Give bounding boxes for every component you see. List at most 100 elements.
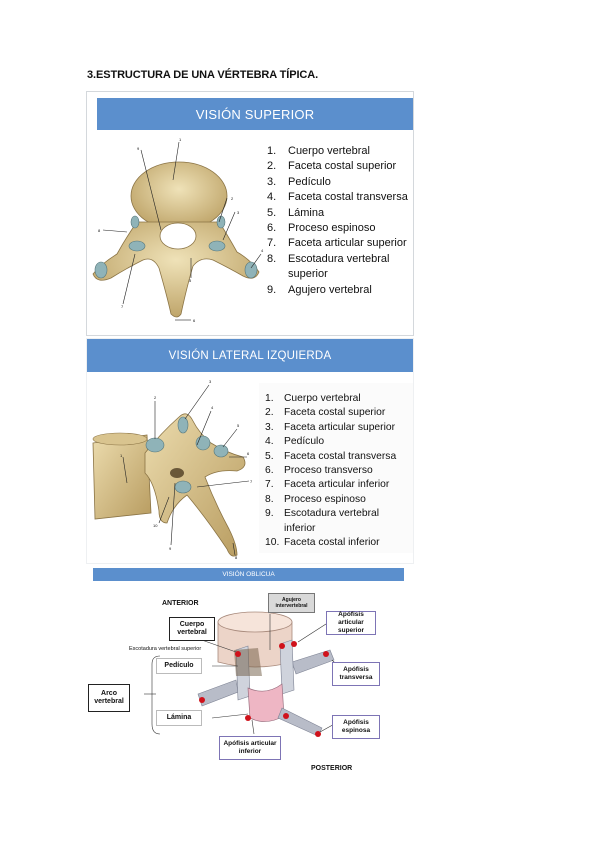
legend-item: 6. Proceso transverso — [265, 464, 396, 478]
legend-text: Pedículo — [288, 175, 331, 188]
legend-text: Lámina — [288, 206, 325, 219]
oblique-vertebra-illustration — [144, 611, 339, 737]
legend-num: 1. — [265, 393, 274, 404]
label-agujero-intervertebral: Agujero intervertebral — [268, 593, 315, 613]
lateral-fig-num-10: 10 — [153, 523, 158, 528]
lateral-fig-num-8: 8 — [235, 555, 238, 560]
legend-num: 5. — [267, 206, 277, 219]
legend-item: 1. Cuerpo vertebral — [265, 392, 396, 406]
lateral-fig-num-7: 7 — [250, 479, 253, 484]
legend-text: Escotadura vertebral inferior — [284, 508, 380, 534]
lateral-fig-num-9: 9 — [169, 546, 172, 551]
label-anterior: ANTERIOR — [162, 600, 199, 607]
legend-num: 10. — [265, 537, 280, 549]
legend-text: Faceta costal inferior — [284, 537, 380, 549]
legend-item: 7. Faceta articular inferior — [265, 478, 396, 492]
superior-view-title: VISIÓN SUPERIOR — [97, 98, 413, 130]
legend-text: Faceta costal transversa — [288, 191, 408, 204]
legend-num: 7. — [267, 237, 277, 250]
superior-fig-num-8: 8 — [98, 228, 101, 233]
legend-item: 2.Faceta costal superior — [265, 406, 396, 420]
legend-num: 5. — [265, 450, 274, 462]
superior-view-panel: VISIÓN SUPERIOR — [86, 91, 414, 336]
superior-fig-num-9: 9 — [137, 146, 140, 151]
legend-item: 5. Lámina — [267, 206, 408, 221]
lateral-view-title: VISIÓN LATERAL IZQUIERDA — [87, 339, 413, 372]
label-apofisis-articular-superior: Apófisis articular superior — [326, 611, 376, 635]
legend-num: 8. — [267, 252, 277, 265]
legend-num: 4. — [265, 436, 274, 448]
legend-text: Proceso transverso — [284, 465, 373, 477]
legend-item: 1. Cuerpo vertebral — [267, 144, 408, 159]
legend-text: Cuerpo vertebral — [288, 145, 370, 157]
legend-item: 6. Proceso espinoso — [267, 221, 408, 236]
legend-num: 9. — [265, 508, 274, 520]
superior-fig-num-2: 2 — [231, 196, 234, 201]
legend-num: 1. — [267, 145, 277, 157]
label-cuerpo-vertebral: Cuerpo vertebral — [169, 617, 215, 641]
legend-text: Escotadura vertebral superior — [288, 252, 390, 281]
legend-text: Faceta articular superior — [284, 421, 396, 433]
legend-text: Faceta costal transversa — [284, 450, 397, 462]
legend-text: Proceso espinoso — [284, 493, 366, 505]
label-arco-vertebral: Arco vertebral — [88, 684, 130, 712]
label-escotadura-vertebral-superior: Escotadura vertebral superior — [129, 646, 202, 652]
legend-num: 2. — [267, 160, 277, 173]
superior-fig-num-5: 5 — [189, 278, 192, 283]
lateral-legend: 1. Cuerpo vertebral 2.Faceta costal super… — [265, 392, 396, 550]
superior-fig-num-4: 4 — [261, 248, 264, 253]
legend-text: Cuerpo vertebral — [284, 393, 361, 404]
legend-num: 9. — [267, 283, 277, 296]
label-lamina: Lámina — [156, 710, 202, 726]
legend-text: Proceso espinoso — [288, 222, 376, 235]
page-heading: 3.ESTRUCTURA DE UNA VÉRTEBRA TÍPICA. — [87, 69, 319, 81]
superior-vertebra-illustration: 1 2 3 4 5 6 7 8 9 — [92, 137, 264, 323]
legend-item: 3. Faceta articular superior — [265, 421, 396, 435]
lateral-fig-num-6: 6 — [247, 451, 250, 456]
legend-item: 7. Faceta articular superior — [267, 236, 408, 251]
lateral-fig-num-2: 2 — [154, 395, 157, 400]
label-apofisis-espinosa: Apófisis espinosa — [332, 715, 380, 739]
superior-fig-num-7: 7 — [121, 304, 124, 309]
legend-item: 10. Faceta costal inferior — [265, 536, 396, 550]
lateral-view-panel: VISIÓN LATERAL IZQUIERDA — [86, 338, 414, 564]
legend-item: 8. Proceso espinoso — [265, 493, 396, 507]
legend-item: 2. Faceta costal superior — [267, 159, 408, 174]
superior-legend: 1. Cuerpo vertebral 2. Faceta costal super… — [267, 144, 408, 298]
legend-item: 3. Pedículo — [267, 175, 408, 190]
legend-text: Faceta articular inferior — [284, 479, 390, 491]
oblique-view-title: VISIÓN OBLICUA — [93, 568, 404, 581]
legend-text: Faceta articular superior — [288, 237, 407, 250]
legend-item: 4. Faceta costal transversa — [267, 190, 408, 205]
legend-item: 5. Faceta costal transversa — [265, 450, 396, 464]
superior-fig-num-3: 3 — [237, 210, 240, 215]
legend-text: Pedículo — [284, 436, 325, 448]
lateral-legend-box — [259, 383, 413, 553]
legend-num: 4. — [267, 191, 277, 204]
label-pediculo: Pedículo — [156, 658, 202, 674]
oblique-view-diagram: ANTERIOR POSTERIOR Cuerpo vertebral Aguj… — [86, 584, 406, 776]
lateral-fig-num-5: 5 — [237, 423, 240, 428]
legend-num: 6. — [265, 465, 274, 477]
superior-fig-num-1: 1 — [179, 137, 182, 142]
legend-item: 8. Escotadura vertebral superior — [267, 252, 408, 283]
legend-num: 7. — [265, 479, 274, 491]
legend-item: 4. Pedículo — [265, 435, 396, 449]
label-apofisis-articular-inferior: Apófisis articular inferior — [219, 736, 281, 760]
legend-num: 6. — [267, 222, 277, 235]
legend-text: Faceta costal superior — [288, 160, 397, 173]
legend-num: 8. — [265, 493, 274, 505]
lateral-fig-num-3: 3 — [209, 379, 212, 384]
legend-item: 9. Agujero vertebral — [267, 283, 408, 298]
legend-num: 2. — [265, 407, 274, 419]
legend-item: 9. Escotadura vertebral inferior — [265, 507, 396, 536]
label-posterior: POSTERIOR — [311, 765, 353, 772]
label-apofisis-transversa: Apófisis transversa — [332, 662, 380, 686]
legend-num: 3. — [267, 175, 277, 188]
superior-fig-num-6: 6 — [193, 318, 196, 323]
lateral-fig-num-4: 4 — [211, 405, 214, 410]
lateral-fig-num-1: 1 — [120, 453, 123, 458]
lateral-vertebra-illustration: 1 2 3 4 5 6 7 8 9 10 — [92, 379, 253, 560]
legend-num: 3. — [265, 421, 274, 433]
legend-text: Agujero vertebral — [288, 283, 372, 296]
